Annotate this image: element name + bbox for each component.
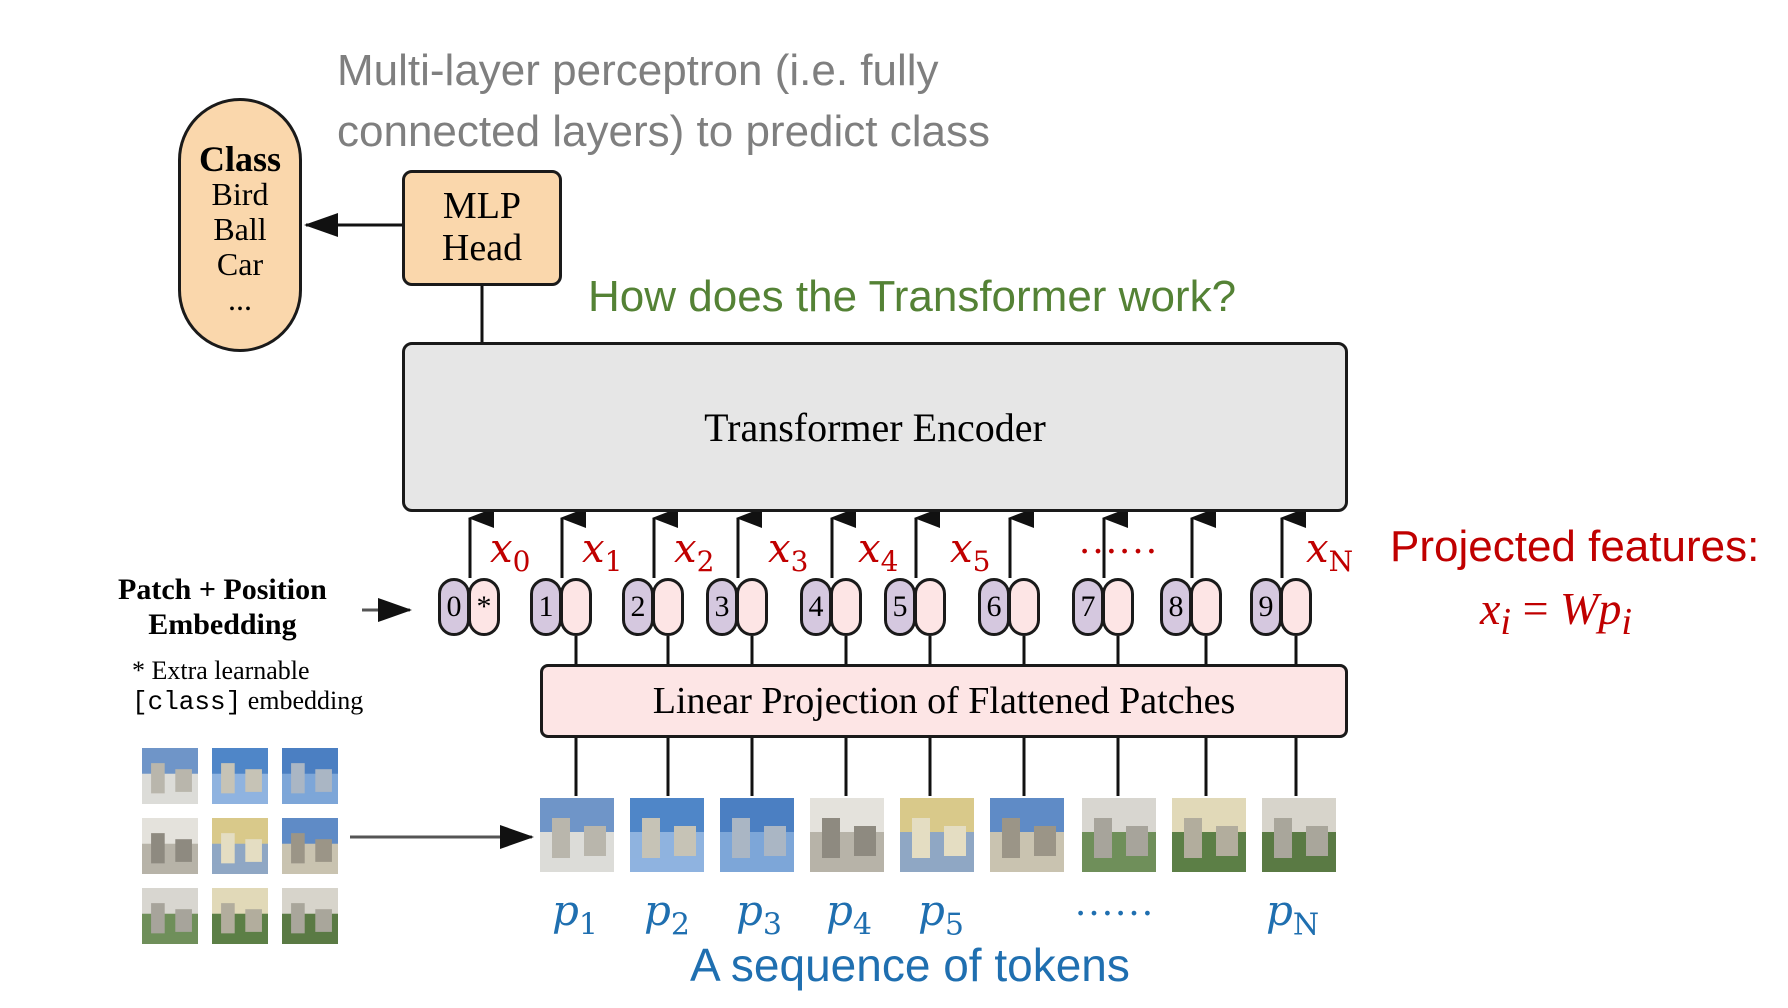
formula-rhs: Wp bbox=[1560, 583, 1622, 634]
grid-patch-7 bbox=[142, 888, 198, 944]
embedding-title-line2: Embedding bbox=[148, 608, 297, 641]
feature-label-x0: x0 bbox=[490, 526, 531, 578]
sequence-caption: A sequence of tokens bbox=[690, 939, 1130, 991]
grid-patch-9 bbox=[282, 888, 338, 944]
class-item-more: ... bbox=[228, 281, 252, 317]
patch-embedding-4 bbox=[830, 578, 862, 636]
embedding-note-rest: embedding bbox=[241, 686, 364, 715]
class-token: * bbox=[468, 578, 500, 636]
patch-embedding-1 bbox=[560, 578, 592, 636]
patch-image-7 bbox=[1082, 798, 1156, 872]
embedding-note: * Extra learnable [class] embedding bbox=[132, 656, 363, 717]
feature-label-dots: …… bbox=[1078, 517, 1158, 562]
class-item-bird: Bird bbox=[211, 176, 269, 212]
patch-image-6 bbox=[990, 798, 1064, 872]
feature-label-x2: x2 bbox=[674, 526, 715, 578]
position-embedding-4: 4 bbox=[800, 578, 832, 636]
patch-label-p2: p2 bbox=[644, 886, 690, 943]
linear-projection-box: Linear Projection of Flattened Patches bbox=[540, 664, 1348, 738]
patch-image-2 bbox=[630, 798, 704, 872]
patch-label-p3: p3 bbox=[736, 886, 782, 943]
formula-lhs: x bbox=[1480, 583, 1501, 634]
patch-image-1 bbox=[540, 798, 614, 872]
patch-embedding-6 bbox=[1008, 578, 1040, 636]
encoder-label: Transformer Encoder bbox=[704, 404, 1046, 450]
embedding-note-line1: * Extra learnable bbox=[132, 656, 310, 685]
patch-label-p4: p4 bbox=[826, 886, 872, 943]
class-title: Class bbox=[198, 139, 282, 179]
feature-label-xN: xN bbox=[1306, 526, 1354, 578]
linear-projection-label: Linear Projection of Flattened Patches bbox=[652, 680, 1236, 722]
position-embedding-0: 0 bbox=[438, 578, 470, 636]
grid-patch-8 bbox=[212, 888, 268, 944]
formula-eq: = bbox=[1522, 583, 1549, 634]
mlp-caption: Multi-layer perceptron (i.e. fully conne… bbox=[337, 46, 990, 156]
patch-image-5 bbox=[900, 798, 974, 872]
patch-embedding-5 bbox=[914, 578, 946, 636]
transformer-encoder-box: Transformer Encoder bbox=[402, 342, 1348, 512]
feature-label-x4: x4 bbox=[858, 526, 899, 578]
grid-patch-2 bbox=[212, 748, 268, 804]
class-code-token: [class] bbox=[132, 687, 242, 717]
position-embedding-1: 1 bbox=[530, 578, 562, 636]
position-embedding-7: 7 bbox=[1072, 578, 1104, 636]
patch-image-8 bbox=[1172, 798, 1246, 872]
grid-patch-1 bbox=[142, 748, 198, 804]
position-embedding-2: 2 bbox=[622, 578, 654, 636]
embedding-title: Patch + Position Embedding bbox=[118, 572, 327, 642]
patch-embedding-8 bbox=[1190, 578, 1222, 636]
patch-embedding-9 bbox=[1280, 578, 1312, 636]
embedding-note-line2: [class] embedding bbox=[132, 686, 363, 717]
feature-label-x3: x3 bbox=[768, 526, 809, 578]
formula-rhs-sub: i bbox=[1621, 601, 1633, 644]
grid-patch-3 bbox=[282, 748, 338, 804]
patch-image-3 bbox=[720, 798, 794, 872]
position-embedding-5: 5 bbox=[884, 578, 916, 636]
mlp-head-line2: Head bbox=[441, 227, 523, 269]
projected-features-caption: Projected features: bbox=[1390, 522, 1760, 571]
class-item-car: Car bbox=[216, 246, 264, 282]
position-embedding-9: 9 bbox=[1250, 578, 1282, 636]
grid-patch-5 bbox=[212, 818, 268, 874]
grid-patch-6 bbox=[282, 818, 338, 874]
patch-image-4 bbox=[810, 798, 884, 872]
embedding-title-line1: Patch + Position bbox=[118, 573, 327, 606]
patch-image-9 bbox=[1262, 798, 1336, 872]
feature-label-x5: x5 bbox=[950, 526, 991, 578]
mlp-head-line1: MLP bbox=[442, 185, 522, 227]
patch-label-p5: p5 bbox=[918, 886, 964, 943]
patch-label-p1: p1 bbox=[552, 886, 598, 943]
patch-embedding-7 bbox=[1102, 578, 1134, 636]
class-item-ball: Ball bbox=[213, 211, 267, 247]
patch-label-pN: pN bbox=[1266, 886, 1320, 943]
position-embedding-8: 8 bbox=[1160, 578, 1192, 636]
feature-label-x1: x1 bbox=[582, 526, 623, 578]
position-embedding-3: 3 bbox=[706, 578, 738, 636]
formula-lhs-sub: i bbox=[1500, 601, 1512, 644]
projection-formula: xi = Wpi bbox=[1480, 582, 1632, 644]
mlp-head-box: MLP Head bbox=[402, 170, 562, 286]
position-embedding-6: 6 bbox=[978, 578, 1010, 636]
patch-embedding-3 bbox=[736, 578, 768, 636]
grid-patch-4 bbox=[142, 818, 198, 874]
patch-embedding-2 bbox=[652, 578, 684, 636]
patch-label-dots: …… bbox=[1074, 879, 1154, 924]
transformer-question: How does the Transformer work? bbox=[588, 272, 1237, 321]
class-output-box: Class Bird Ball Car ... bbox=[178, 98, 302, 352]
